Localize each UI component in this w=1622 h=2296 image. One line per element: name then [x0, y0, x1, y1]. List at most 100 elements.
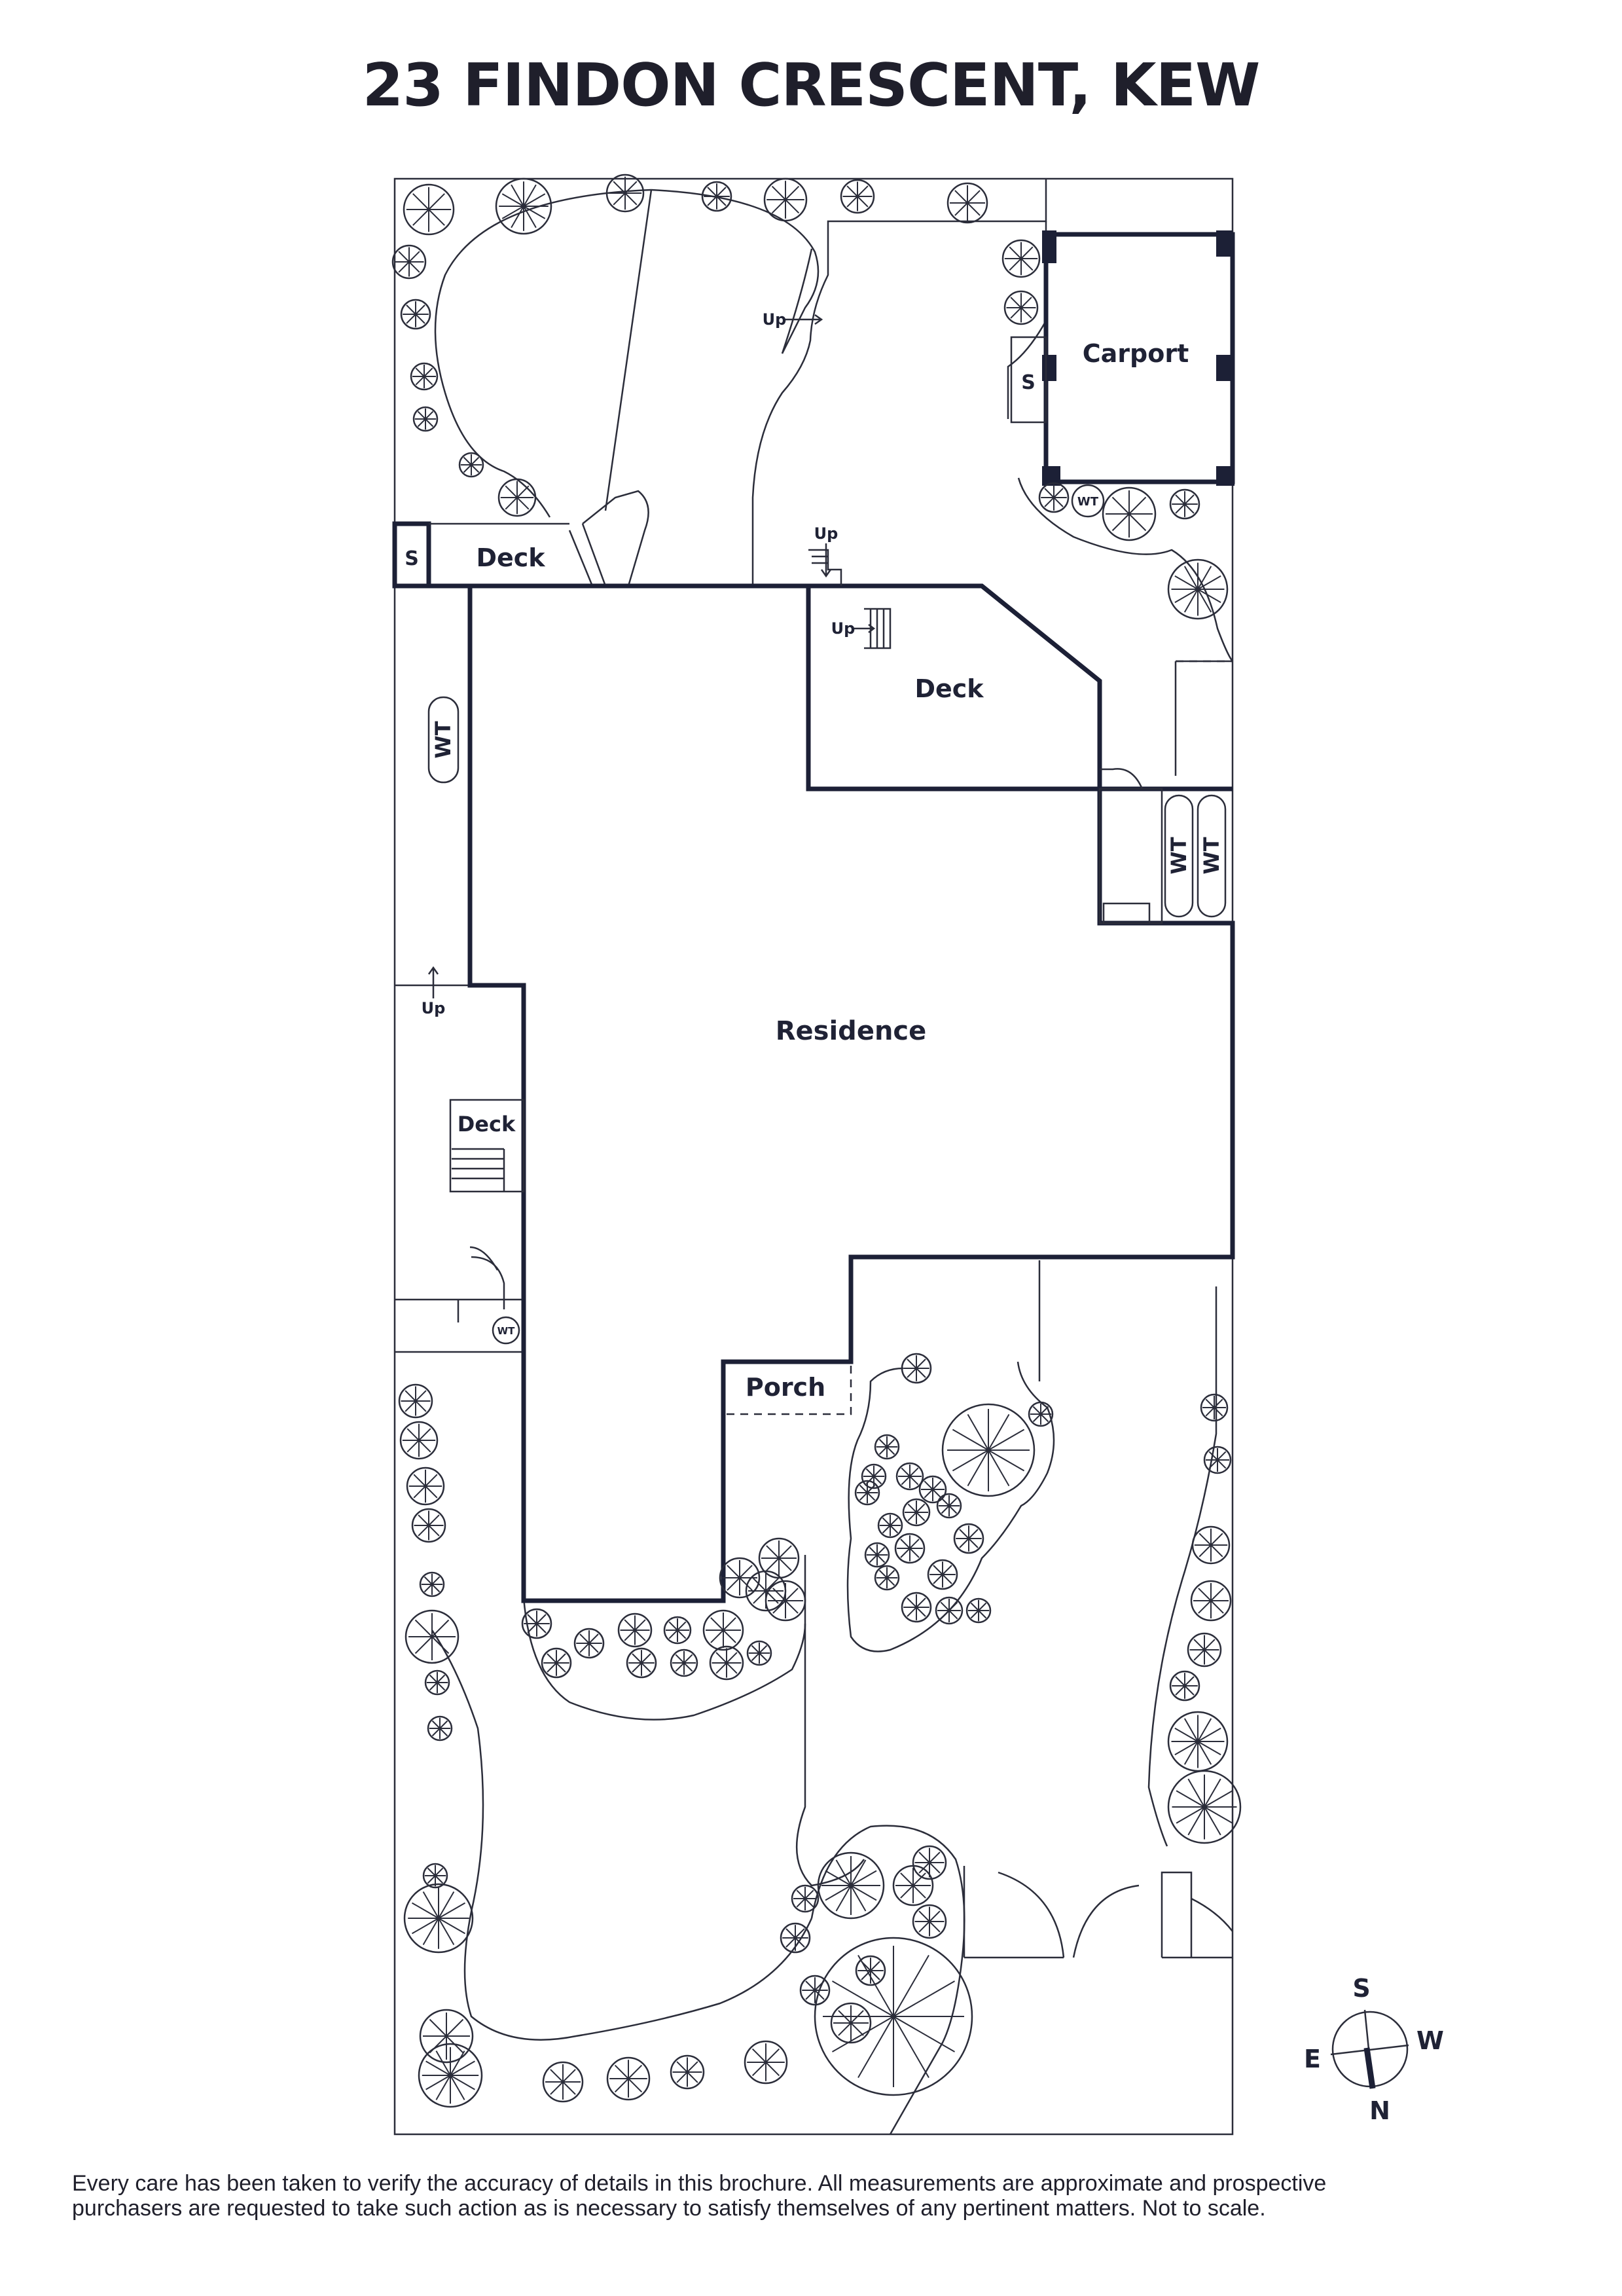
compass: S N E W: [1304, 1974, 1444, 2125]
tree: [1102, 486, 1157, 541]
residence-outline: [467, 583, 1235, 1603]
tree: [617, 1613, 653, 1648]
page-title: 23 FINDON CRESCENT, KEW: [362, 51, 1261, 120]
tree: [1167, 558, 1229, 620]
up-side-arrow: [427, 966, 439, 998]
water-tank-small-side: [492, 1316, 520, 1345]
tree: [521, 1608, 552, 1639]
tree: [830, 2002, 872, 2044]
tree: [745, 1570, 787, 1612]
tree: [400, 299, 431, 330]
tree: [902, 1498, 931, 1527]
tree: [935, 1596, 964, 1625]
tree: [497, 478, 537, 517]
tree: [418, 2043, 483, 2108]
tree: [953, 1523, 984, 1554]
carport-post: [1042, 355, 1056, 381]
tree: [864, 1542, 890, 1568]
tree: [901, 1353, 932, 1384]
tree: [894, 1533, 926, 1564]
compass-west: W: [1416, 2026, 1444, 2055]
up-deck-inner-label: Up: [831, 619, 856, 638]
disclaimer-line-2: purchasers are requested to take such ac…: [72, 2196, 1266, 2221]
tree: [411, 1508, 446, 1543]
tree: [1167, 1770, 1242, 1844]
water-tank-b: [1197, 794, 1227, 918]
side-deck-stairs: [452, 1148, 505, 1192]
rear-deck-outline: [808, 583, 1102, 789]
tree: [606, 2056, 651, 2101]
tree: [663, 1616, 692, 1645]
tree: [1038, 482, 1070, 513]
tree: [892, 1865, 934, 1906]
tree: [573, 1628, 605, 1659]
tree: [1187, 1632, 1222, 1667]
carport-post: [1216, 230, 1233, 257]
tree: [1200, 1393, 1229, 1422]
tree: [854, 1480, 880, 1506]
tree: [709, 1645, 744, 1681]
tree: [427, 1715, 453, 1741]
deck-top-label: Deck: [476, 543, 545, 572]
tree: [763, 177, 808, 222]
tree: [780, 1922, 811, 1954]
compass-north: N: [1369, 2096, 1390, 2125]
tree: [746, 1640, 772, 1666]
tree: [1003, 290, 1039, 325]
compass-south: S: [1352, 1974, 1370, 2003]
tree: [918, 1475, 947, 1504]
tree: [719, 1557, 761, 1599]
rear-door-swing: [1100, 768, 1144, 790]
tree: [874, 1565, 900, 1591]
water-tank-a-label: WT: [1166, 837, 1191, 874]
carport-post: [1042, 230, 1056, 263]
tree: [817, 1851, 885, 1920]
tree: [874, 1434, 900, 1460]
tree: [1167, 1711, 1229, 1772]
disclaimer: Every care has been taken to verify the …: [72, 2171, 1577, 2221]
tree: [405, 1609, 460, 1664]
tree: [458, 452, 484, 478]
tree: [412, 406, 439, 432]
tree: [398, 1383, 433, 1419]
garden-paths: [395, 179, 1234, 2135]
tree: [495, 177, 552, 235]
site-boundary: [393, 177, 1234, 2136]
carport-shed: [1010, 336, 1047, 424]
disclaimer-line-1: Every care has been taken to verify the …: [72, 2171, 1327, 2196]
tree: [605, 173, 645, 213]
tree: [965, 1597, 992, 1624]
tree: [946, 182, 988, 224]
carport-post: [1216, 355, 1233, 381]
tree: [941, 1403, 1036, 1497]
tree: [419, 1571, 445, 1597]
tree: [701, 181, 732, 212]
tree: [799, 1975, 831, 2006]
water-tank-small-side-label: WT: [497, 1325, 516, 1337]
water-tank-small-top: [1071, 484, 1105, 518]
up-garden-label: Up: [763, 310, 787, 329]
tree: [391, 244, 427, 280]
water-tank-b-label: WT: [1199, 837, 1224, 874]
door-swings: [469, 1246, 499, 1271]
tree: [912, 1845, 947, 1880]
tree: [901, 1592, 932, 1623]
water-tank-side: [427, 696, 460, 784]
up-deck-top-arrow: [820, 543, 832, 578]
tree: [419, 2009, 474, 2064]
tree: [1001, 239, 1041, 278]
up-deck-top-label: Up: [814, 524, 838, 543]
tree: [895, 1462, 924, 1491]
tree: [758, 1537, 800, 1579]
tree: [399, 1421, 439, 1460]
tree: [626, 1647, 657, 1679]
tree: [861, 1463, 887, 1489]
side-deck: [449, 1099, 525, 1193]
carport-post: [1042, 466, 1060, 486]
tree: [541, 1647, 572, 1679]
tree: [912, 1904, 947, 1939]
tree: [927, 1559, 958, 1590]
up-side-label: Up: [422, 999, 446, 1017]
tree: [670, 1649, 698, 1677]
tree: [410, 362, 439, 391]
